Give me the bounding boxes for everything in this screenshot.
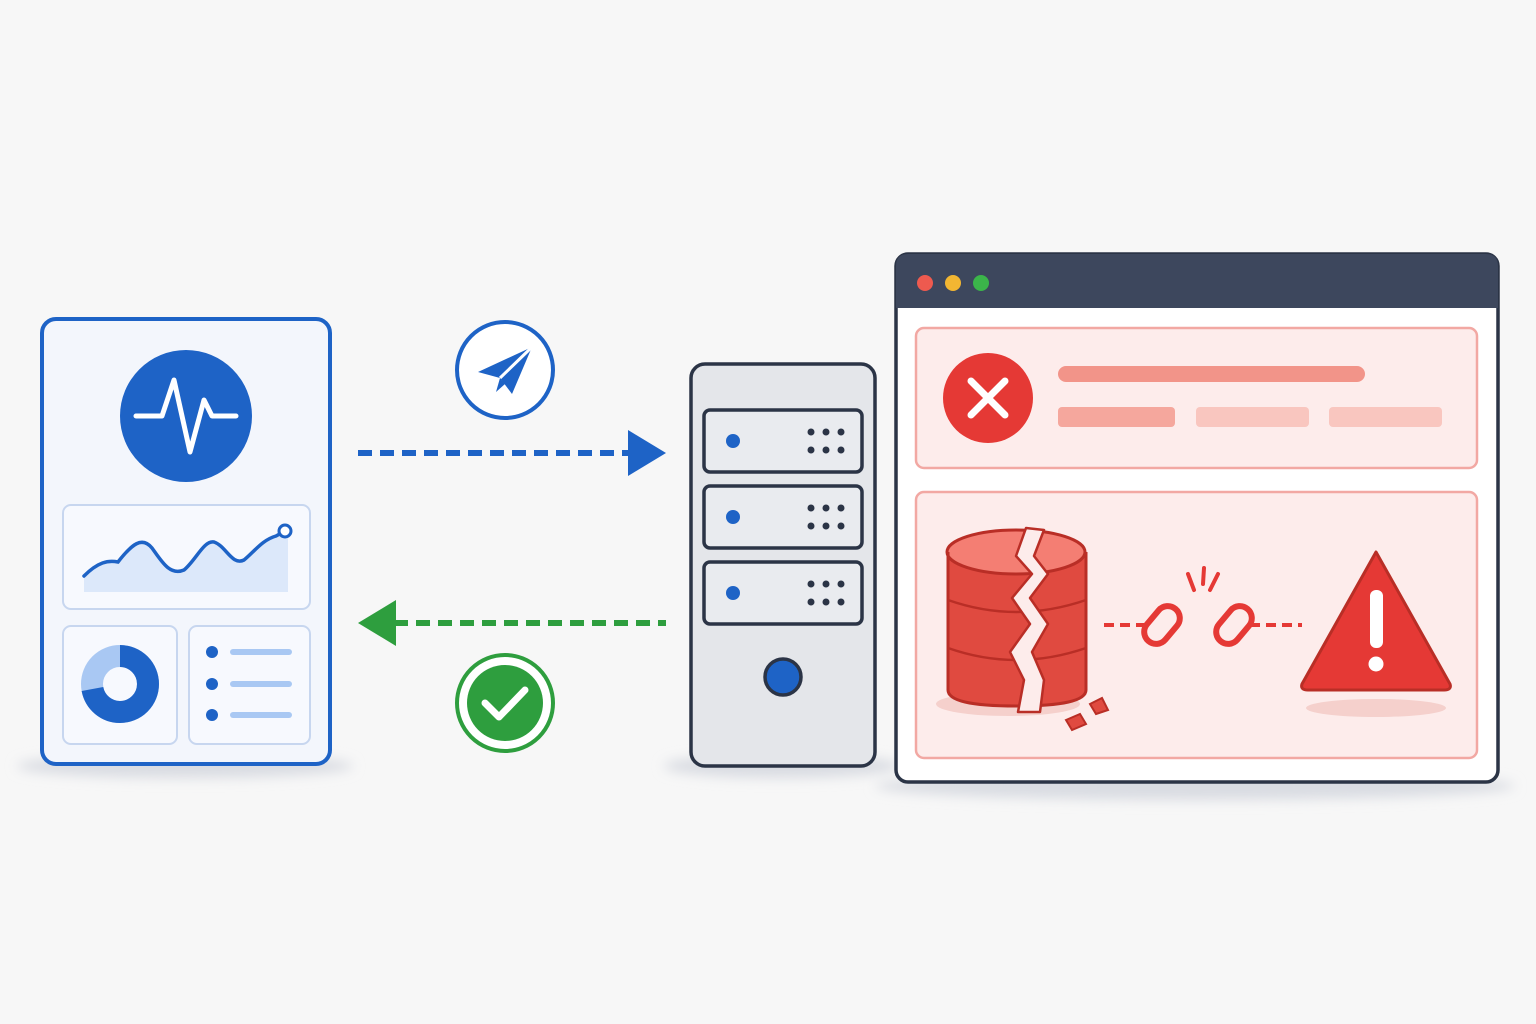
list-item [206,678,292,690]
window-minimize-dot [945,275,961,291]
donut-chart-panel [62,625,178,745]
broken-database-icon [936,526,1110,732]
activity-pulse-icon [120,350,252,482]
line-chart-end-point [277,523,293,539]
error-message-panel [914,326,1479,470]
server-unit [702,408,864,474]
client-dashboard [17,317,353,778]
line-chart-panel [62,504,311,610]
response-arrow-head [358,600,396,646]
server-power-button [763,657,803,697]
server-unit [702,484,864,550]
warning-triangle-icon [1300,550,1452,717]
server-tower [664,362,900,778]
check-circle-icon [455,653,555,753]
failure-illustration-panel [914,490,1479,760]
server-unit [702,560,864,626]
donut-value-arc [81,645,159,723]
error-title-placeholder [1058,366,1365,382]
request-arrow-head [628,430,666,476]
error-detail-placeholder [1329,407,1442,427]
error-detail-placeholder [1196,407,1309,427]
paper-plane-icon [455,320,555,420]
broken-link-icon [1104,566,1302,647]
database-fragment [1064,712,1088,732]
database-crack [1008,526,1050,714]
window-maximize-dot [973,275,989,291]
line-chart-line [82,529,287,578]
list-item [206,646,292,658]
error-detail-placeholder [1058,407,1175,427]
error-browser-window [875,252,1515,800]
list-panel [188,625,311,745]
browser-title-bar [896,254,1498,308]
list-item [206,709,292,721]
x-circle-icon [943,353,1033,443]
response-flow [358,600,666,753]
request-flow [358,320,666,476]
database-fragment [1088,696,1110,716]
window-close-dot [917,275,933,291]
